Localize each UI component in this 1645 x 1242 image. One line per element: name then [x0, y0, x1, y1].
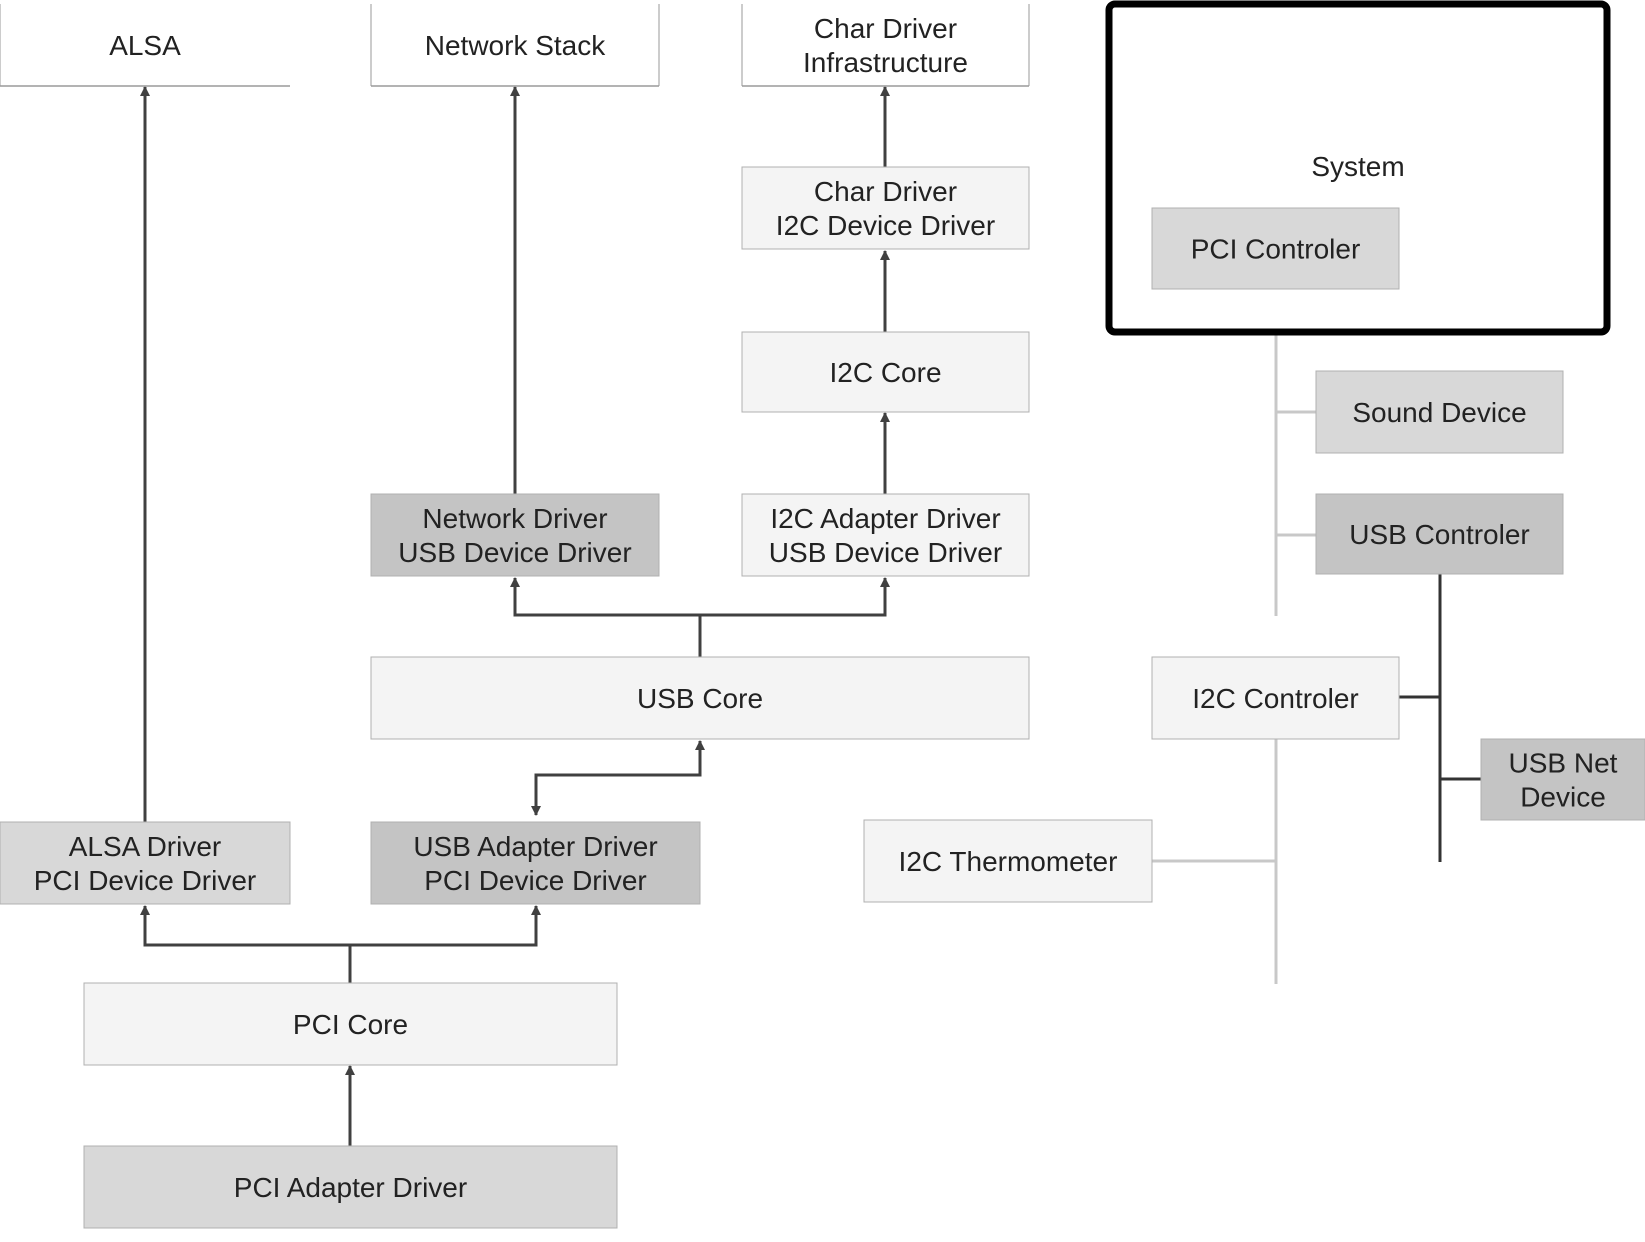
alsa-box-bg — [0, 4, 290, 86]
i2c-controller-box-bg — [1151, 656, 1400, 740]
i2c-thermometer-box-label-1: I2C Thermometer — [899, 846, 1118, 877]
char-i2c-device-driver-box-label-1: Char Driver — [814, 176, 957, 207]
usb-core-box-label-1: USB Core — [637, 683, 763, 714]
i2c-core-box-label-1: I2C Core — [829, 357, 941, 388]
pci-core-box: PCI Core — [83, 982, 618, 1066]
arrow-usb-core-to-network-driver — [510, 577, 700, 617]
char-driver-infrastructure-box-label-2: Infrastructure — [803, 47, 968, 78]
usb-net-device-box-label-1: USB Net — [1509, 748, 1618, 779]
i2c-thermometer-box-bg — [863, 819, 1153, 903]
alsa-pci-device-driver-box-label-2: PCI Device Driver — [34, 865, 256, 896]
alsa-pci-device-driver-box-label-1: ALSA Driver — [69, 831, 222, 862]
network-stack-box-bg — [371, 4, 659, 86]
i2c-controller-box-label-1: I2C Controler — [1192, 683, 1359, 714]
usb-adapter-pci-device-driver-box-label-2: PCI Device Driver — [424, 865, 646, 896]
char-i2c-device-driver-box-bg — [741, 166, 1030, 250]
usb-net-device-box-bg — [1480, 738, 1645, 821]
usb-controller-box-label-1: USB Controler — [1349, 519, 1530, 550]
pci-controller-box: PCI Controler — [1151, 207, 1400, 290]
usb-adapter-pci-device-driver-box-label-1: USB Adapter Driver — [413, 831, 657, 862]
pci-controller-box-bg — [1151, 207, 1400, 290]
char-driver-infrastructure-box-label-1: Char Driver — [814, 13, 957, 44]
sound-device-box-label-1: Sound Device — [1352, 397, 1526, 428]
arrow-pci-core-to-usb-adapter — [350, 905, 541, 947]
char-i2c-device-driver-box-label-2: I2C Device Driver — [776, 210, 995, 241]
arrow-usb-core-to-i2c-adapter — [700, 577, 890, 617]
i2c-core-box: I2C Core — [741, 331, 1030, 413]
network-usb-device-driver-box-bg — [370, 493, 660, 577]
usb-core-box: USB Core — [370, 656, 1030, 740]
pci-core-box-bg — [83, 982, 618, 1066]
alsa-pci-device-driver-box-bg — [0, 821, 291, 905]
pci-controller-box-label-1: PCI Controler — [1191, 234, 1361, 265]
system-label: System — [1311, 151, 1404, 182]
char-driver-infrastructure-box-bg — [742, 4, 1029, 86]
connectors — [140, 86, 1481, 1146]
sound-device-box: Sound Device — [1315, 370, 1564, 454]
pci-adapter-driver-box-bg — [83, 1145, 618, 1229]
network-stack-box-label-1: Network Stack — [425, 30, 606, 61]
pci-adapter-driver-box: PCI Adapter Driver — [83, 1145, 618, 1229]
alsa-box: ALSA — [0, 4, 290, 87]
sound-device-box-bg — [1315, 370, 1564, 454]
i2c-adapter-usb-device-driver-box-label-1: I2C Adapter Driver — [770, 503, 1000, 534]
network-usb-device-driver-box-label-2: USB Device Driver — [398, 537, 631, 568]
i2c-core-box-bg — [741, 331, 1030, 413]
network-stack-box: Network Stack — [370, 4, 660, 87]
usb-adapter-pci-device-driver-box-bg — [370, 821, 701, 905]
i2c-adapter-usb-device-driver-box-bg — [741, 493, 1030, 577]
i2c-adapter-usb-device-driver-box-label-2: USB Device Driver — [769, 537, 1002, 568]
usb-net-device-box-label-2: Device — [1520, 782, 1606, 813]
arrow-pci-core-to-alsa-driver — [140, 905, 350, 947]
i2c-controller-box: I2C Controler — [1151, 656, 1400, 740]
pci-core-box-label-1: PCI Core — [293, 1009, 408, 1040]
alsa-box-label-1: ALSA — [109, 30, 181, 61]
usb-controller-box: USB Controler — [1315, 493, 1564, 575]
usb-controller-box-bg — [1315, 493, 1564, 575]
arrow-usb-adapter-to-usb-core — [536, 740, 705, 777]
i2c-thermometer-box: I2C Thermometer — [863, 819, 1153, 903]
arrow-usb-core-to-usb-adapter — [531, 773, 700, 816]
usb-core-box-bg — [370, 656, 1030, 740]
pci-adapter-driver-box-label-1: PCI Adapter Driver — [234, 1172, 467, 1203]
network-usb-device-driver-box-label-1: Network Driver — [422, 503, 607, 534]
